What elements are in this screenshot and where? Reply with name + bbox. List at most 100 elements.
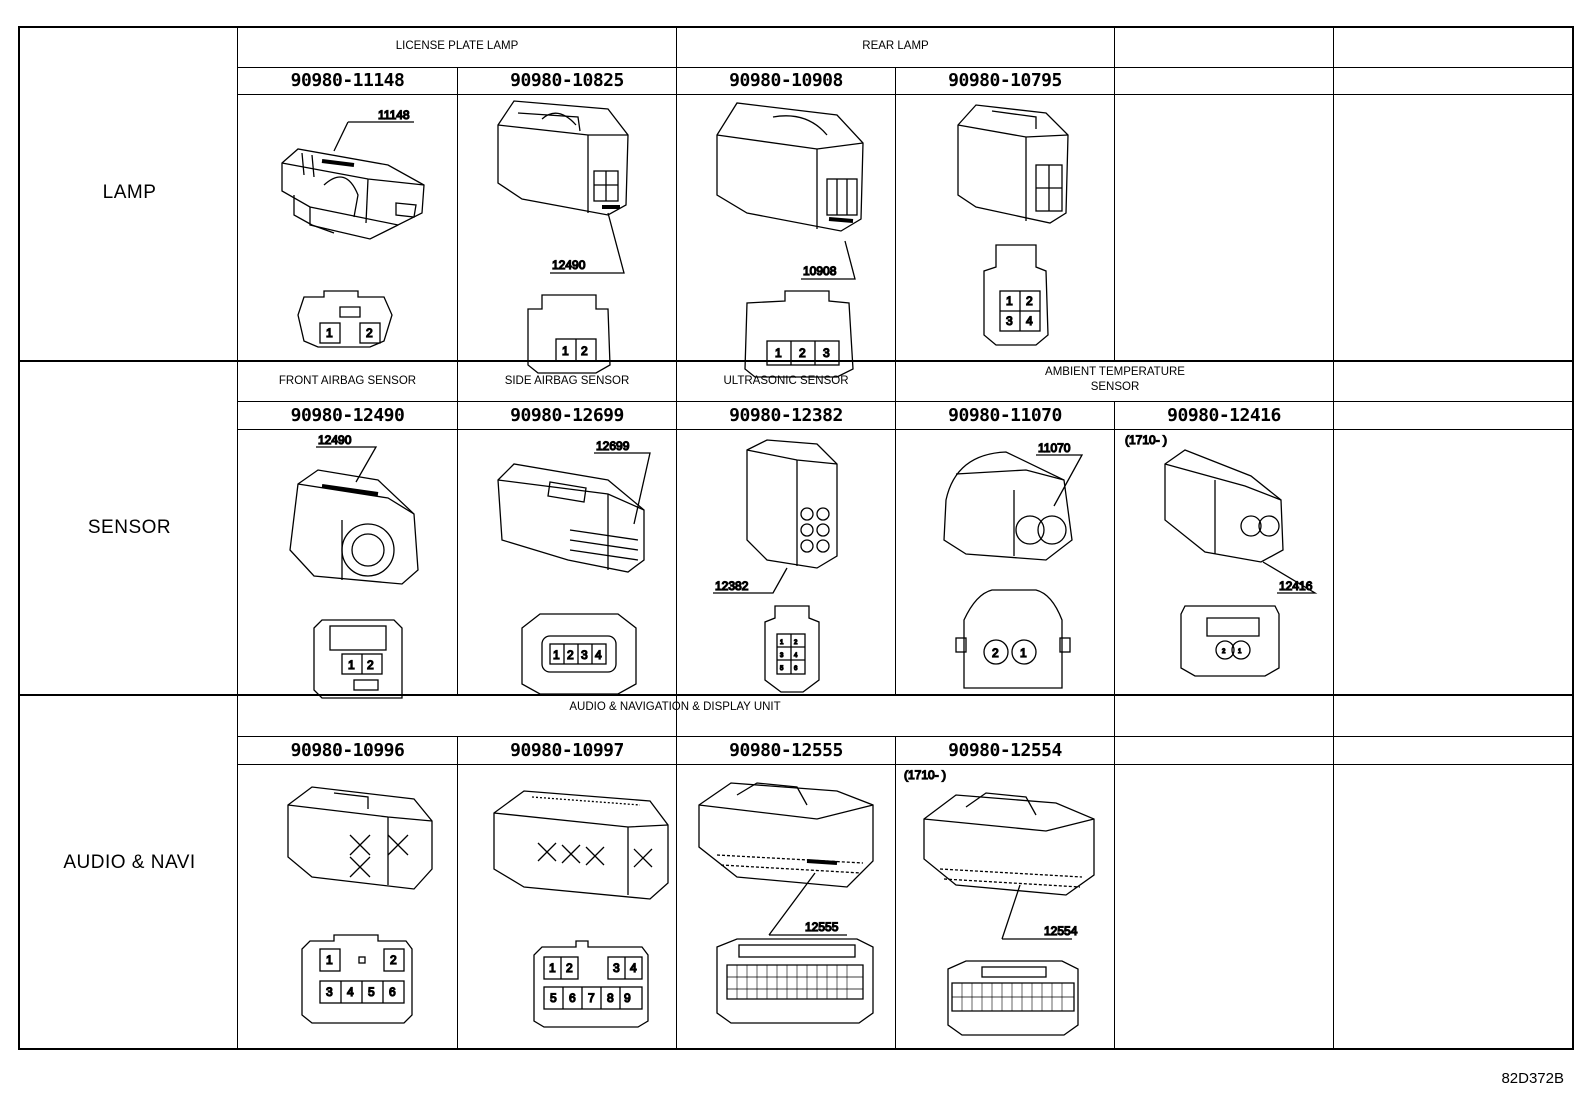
leader-line xyxy=(550,212,625,274)
part-number: 90980-10997 xyxy=(510,740,624,761)
connector-housing-illustration xyxy=(957,104,1069,224)
pin-number: 5 xyxy=(780,666,784,672)
leader-line xyxy=(594,452,651,525)
pin-number: 3 xyxy=(326,985,333,999)
grid-line xyxy=(676,28,677,1050)
pin-number: 1 xyxy=(549,961,556,975)
connector-face-illustration xyxy=(527,294,611,374)
connector-face-illustration xyxy=(533,940,649,1028)
category-audio-navigation-display-unit: AUDIO & NAVIGATION & DISPLAY UNIT xyxy=(569,701,781,713)
pin-number: 4 xyxy=(595,648,602,662)
connector-code: 12699 xyxy=(596,439,630,453)
connector-drawing-11148: 11148 1 2 xyxy=(238,95,457,360)
leader-line xyxy=(1036,454,1084,507)
connector-code: 12554 xyxy=(1044,924,1078,938)
category-ambient-temperature-sensor: AMBIENT TEMPERATURE SENSOR xyxy=(1045,366,1185,393)
grid-line xyxy=(237,736,1574,737)
part-number: 90980-10908 xyxy=(729,70,843,91)
connector-code: 12416 xyxy=(1279,579,1313,593)
grid-line xyxy=(457,736,458,1050)
grid-line xyxy=(237,67,1574,68)
connector-code: 12555 xyxy=(805,920,839,934)
connector-face-illustration xyxy=(716,938,874,1024)
connector-housing-illustration xyxy=(287,786,433,890)
grid-line xyxy=(1114,28,1115,361)
leader-line xyxy=(801,240,856,280)
pin-number: 1 xyxy=(348,658,355,672)
pin-number: 9 xyxy=(624,991,631,1005)
pin-number: 2 xyxy=(1222,649,1226,655)
pin-number: 2 xyxy=(366,326,373,340)
grid-line xyxy=(237,429,1574,430)
connector-drawing-12382: 12382 1 2 3 4 5 6 xyxy=(677,430,895,694)
pin-number: 1 xyxy=(553,648,560,662)
part-number: 90980-12554 xyxy=(948,740,1062,761)
pin-number: 6 xyxy=(389,985,396,999)
pin-number: 1 xyxy=(326,326,333,340)
pin-number: 5 xyxy=(550,991,557,1005)
pin-number: 1 xyxy=(326,953,333,967)
pin-number: 3 xyxy=(823,346,830,360)
pin-number: 3 xyxy=(613,961,620,975)
connector-drawing-10997: 1 2 3 4 5 6 7 8 9 xyxy=(458,765,676,1050)
pin-number: 3 xyxy=(780,653,784,659)
pin-number: 5 xyxy=(368,985,375,999)
pin-number: 4 xyxy=(347,985,354,999)
connector-housing-illustration xyxy=(1164,449,1284,563)
leader-line xyxy=(333,121,414,152)
category-front-airbag-sensor: FRONT AIRBAG SENSOR xyxy=(278,375,417,387)
connector-code: 11070 xyxy=(1038,441,1071,455)
connector-drawing-10996: 1 2 3 4 5 6 xyxy=(238,765,457,1050)
connector-drawing-12555: 12555 xyxy=(677,765,895,1050)
category-ultrasonic-sensor: ULTRASONIC SENSOR xyxy=(723,375,849,387)
row-divider xyxy=(20,694,1574,696)
row-label-lamp: LAMP xyxy=(102,182,157,203)
connector-face-illustration xyxy=(313,619,403,699)
pin-number: 6 xyxy=(794,666,798,672)
part-number: 90980-10996 xyxy=(290,740,405,761)
pin-number: 7 xyxy=(588,991,595,1005)
pin-number: 2 xyxy=(1026,294,1033,308)
grid-line xyxy=(1114,401,1115,1050)
connector-housing-illustration xyxy=(493,790,669,900)
connector-housing-illustration xyxy=(923,792,1095,896)
connector-drawing-10795: 1 2 3 4 xyxy=(896,95,1114,360)
connector-face-illustration xyxy=(955,589,1071,689)
pin-number: 2 xyxy=(567,648,574,662)
connector-drawing-12416: (1710- ) 12416 2 1 xyxy=(1115,430,1333,694)
connector-face-illustration xyxy=(983,244,1049,346)
connector-code: 11148 xyxy=(378,108,410,122)
grid-line xyxy=(237,764,1574,765)
connector-housing-illustration xyxy=(497,100,629,216)
part-number: 90980-10795 xyxy=(948,70,1062,91)
pin-number: 2 xyxy=(390,953,397,967)
leader-line xyxy=(316,446,378,483)
pin-number: 3 xyxy=(581,648,588,662)
leader-line xyxy=(768,872,847,936)
connector-note: (1710- ) xyxy=(1125,433,1167,447)
pin-number: 1 xyxy=(1006,294,1013,308)
pin-number: 1 xyxy=(1238,649,1242,655)
connector-face-illustration xyxy=(764,605,820,693)
category-side-airbag-sensor: SIDE AIRBAG SENSOR xyxy=(504,375,630,387)
connector-housing-illustration xyxy=(746,439,838,569)
connector-housing-illustration xyxy=(497,463,645,573)
connector-drawing-12490: 12490 1 2 xyxy=(238,430,457,699)
pin-number: 2 xyxy=(367,658,374,672)
grid-line xyxy=(1333,28,1334,1050)
grid-line xyxy=(457,361,458,695)
pin-number: 8 xyxy=(607,991,614,1005)
connector-drawing-10908: 10908 1 2 3 xyxy=(677,95,895,378)
connector-face-illustration xyxy=(297,290,393,348)
connector-note: (1710- ) xyxy=(904,768,946,782)
connector-drawing-12554: (1710- ) 12554 xyxy=(896,765,1114,1050)
pin-number: 2 xyxy=(581,344,588,358)
row-label-sensor: SENSOR xyxy=(87,517,172,538)
part-number: 90980-11148 xyxy=(290,70,405,91)
part-number: 90980-12382 xyxy=(729,405,843,426)
grid-line xyxy=(237,94,1574,95)
grid-line xyxy=(895,736,896,1050)
pin-number: 4 xyxy=(630,961,637,975)
connector-code: 12490 xyxy=(318,433,352,447)
connector-code: 10908 xyxy=(803,264,837,278)
